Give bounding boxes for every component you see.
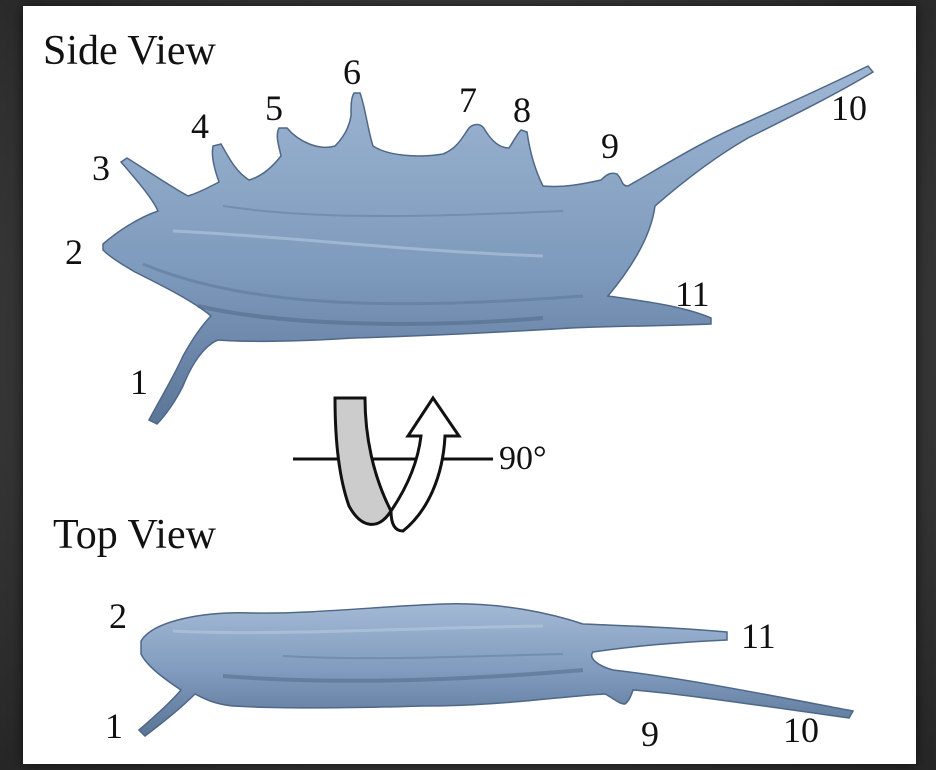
side-label-11: 11	[675, 276, 710, 312]
figure-panel: Side View Top View 1 2 3 4 5 6 7 8 9 10 …	[23, 6, 916, 764]
top-view-title: Top View	[53, 514, 216, 556]
side-label-1: 1	[130, 364, 148, 400]
side-view-title: Side View	[43, 30, 216, 72]
top-label-9: 9	[641, 716, 659, 752]
side-label-4: 4	[191, 108, 209, 144]
side-label-10: 10	[831, 90, 867, 126]
top-label-2: 2	[109, 598, 127, 634]
side-label-9: 9	[601, 128, 619, 164]
top-label-10: 10	[783, 712, 819, 748]
side-label-3: 3	[92, 150, 110, 186]
side-label-7: 7	[459, 82, 477, 118]
side-label-2: 2	[65, 234, 83, 270]
side-label-5: 5	[265, 90, 283, 126]
rotation-angle: 90°	[499, 442, 547, 476]
side-label-6: 6	[343, 54, 361, 90]
rotation-arrow	[293, 398, 493, 531]
top-label-1: 1	[105, 708, 123, 744]
top-label-11: 11	[741, 618, 776, 654]
side-label-8: 8	[513, 92, 531, 128]
side-view-cell	[103, 66, 873, 424]
